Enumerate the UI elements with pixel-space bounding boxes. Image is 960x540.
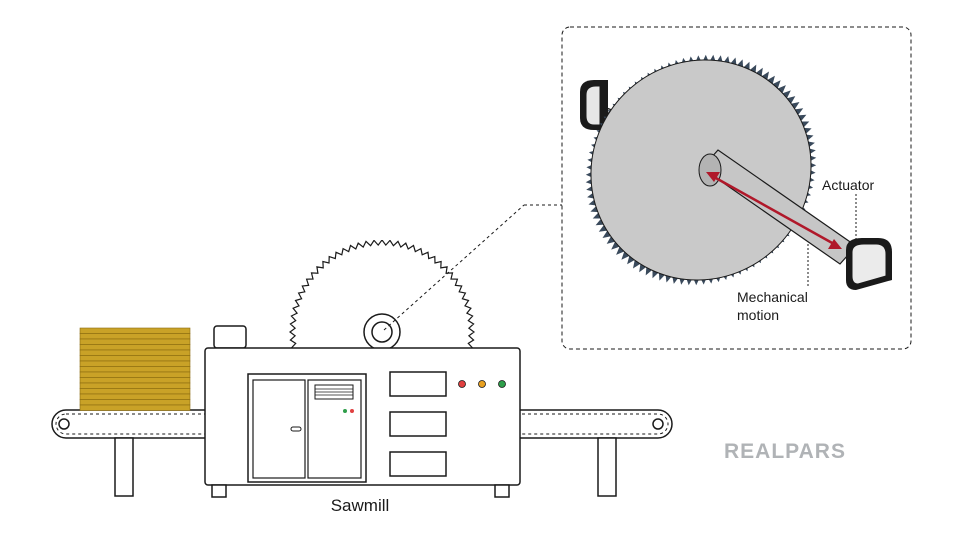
indicator-yellow xyxy=(478,380,486,388)
lumber-plank xyxy=(79,388,191,395)
panel-middle xyxy=(389,411,447,437)
lumber-plank xyxy=(79,360,191,367)
mechanical-motion-label: Mechanical motion xyxy=(737,288,808,324)
sawmill-label: Sawmill xyxy=(330,496,390,515)
mechanical-motion-line1: Mechanical xyxy=(737,289,808,305)
indicator-green xyxy=(498,380,506,388)
panel-top xyxy=(389,371,447,397)
motion-arrow xyxy=(706,172,842,249)
zoomed-saw-detail xyxy=(580,54,892,290)
lumber-plank xyxy=(79,355,191,362)
motor-box xyxy=(213,325,247,349)
lumber-plank xyxy=(79,333,191,340)
lumber-plank xyxy=(79,371,191,378)
lumber-plank xyxy=(79,393,191,400)
mechanical-motion-line2: motion xyxy=(737,307,780,323)
lumber-plank xyxy=(79,382,191,389)
door-handle xyxy=(290,426,302,432)
callout-leader xyxy=(383,204,562,331)
actuator-label: Actuator xyxy=(822,177,875,193)
lumber-plank xyxy=(79,366,191,373)
lumber-plank xyxy=(79,327,191,334)
lumber-stack xyxy=(79,327,191,411)
panel-bottom xyxy=(389,451,447,477)
lumber-plank xyxy=(79,377,191,384)
realpars-logo: REALPARS xyxy=(724,440,846,463)
lumber-plank xyxy=(79,344,191,351)
lumber-plank xyxy=(79,404,191,411)
lumber-plank xyxy=(79,399,191,406)
lumber-plank xyxy=(79,338,191,345)
sawmill-machine xyxy=(204,347,521,498)
saw-blade xyxy=(288,240,476,351)
indicator-red xyxy=(458,380,466,388)
lumber-plank xyxy=(79,349,191,356)
